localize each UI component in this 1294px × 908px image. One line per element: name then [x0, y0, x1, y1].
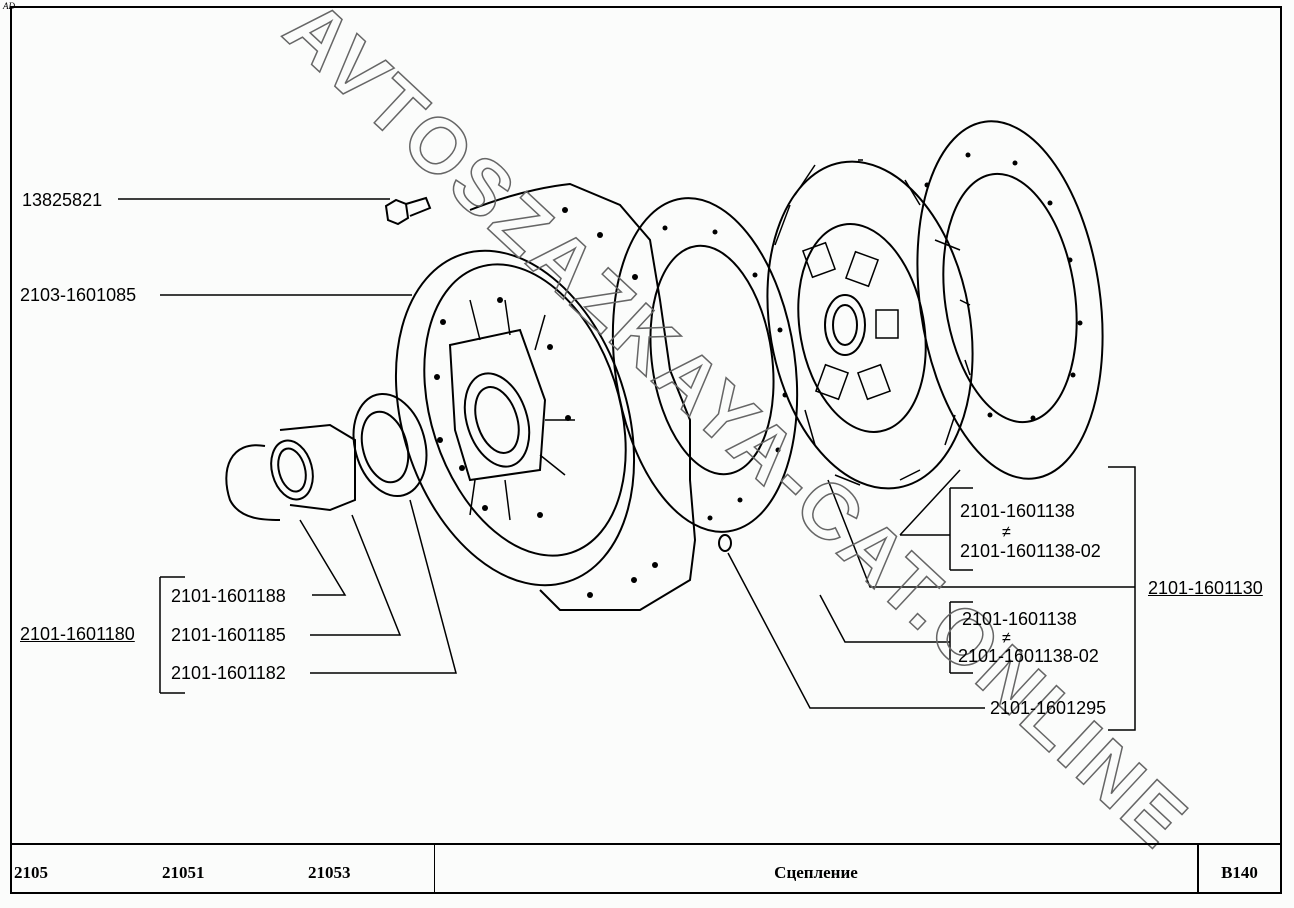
callout-disc-assembly[interactable]: 2101-1601130	[1148, 578, 1263, 598]
bolt-part	[384, 196, 432, 226]
section-code: B140	[1221, 863, 1258, 882]
model-label: 21051	[162, 863, 205, 882]
callout-lining-top-a[interactable]: 2101-1601138	[960, 501, 1075, 521]
ring-plate-part	[611, 197, 799, 533]
callout-bolt[interactable]: 13825821	[22, 190, 103, 210]
divider	[434, 845, 435, 894]
title-block: 2105 21051 21053 Сцепление B140	[10, 843, 1282, 894]
callout-bearing[interactable]: 2101-1601182	[171, 663, 286, 683]
callout-lining-top-b[interactable]: 2101-1601138-02	[960, 541, 1101, 561]
rivet-part	[718, 534, 732, 552]
callout-bearing-spring[interactable]: 2101-1601188	[171, 586, 286, 606]
callout-lining-bottom-a[interactable]: 2101-1601138	[962, 609, 1077, 629]
callout-rivet[interactable]: 2101-1601295	[990, 698, 1107, 718]
not-equal-icon: ≠	[1002, 630, 1011, 647]
pressure-plate-part	[394, 182, 697, 611]
model-label: 2105	[14, 863, 48, 882]
not-equal-icon: ≠	[1002, 524, 1011, 541]
callout-pressure-plate[interactable]: 2103-1601085	[20, 285, 137, 305]
release-bearing-part	[225, 392, 428, 521]
flywheel-plate-part	[916, 120, 1104, 480]
section-title: Сцепление	[774, 863, 858, 882]
corner-mark: AD	[3, 1, 15, 11]
watermark: AVTOSZAZKAYA-CAT.ONLINE	[268, 0, 1206, 866]
model-label: 21053	[308, 863, 351, 882]
drawing-frame	[10, 6, 1282, 894]
callout-bearing-sleeve[interactable]: 2101-1601185	[171, 625, 286, 645]
leader-lines	[118, 198, 1136, 731]
callout-release-bearing-assembly[interactable]: 2101-1601180	[20, 624, 135, 644]
divider	[1197, 845, 1199, 894]
callout-lining-bottom-b[interactable]: 2101-1601138-02	[958, 646, 1099, 666]
clutch-disc-part	[766, 159, 974, 490]
